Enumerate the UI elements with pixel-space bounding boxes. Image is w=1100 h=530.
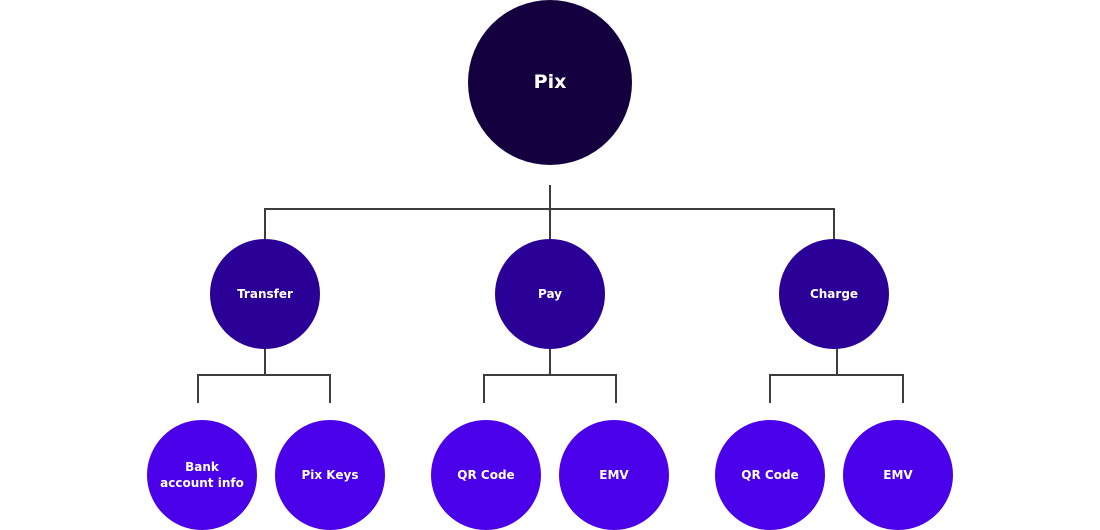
node-charge: Charge [779, 239, 889, 349]
node-label: Pix Keys [301, 467, 359, 482]
connector-pay-drop [549, 208, 551, 239]
connector-transfer-left [197, 374, 199, 403]
node-charge-emv: EMV [843, 420, 953, 530]
node-label: Pix [533, 70, 567, 93]
node-label: QR Code [457, 467, 515, 482]
connector-pay-right [615, 374, 617, 403]
connector-charge-bar [769, 374, 904, 376]
connector-pay-left [483, 374, 485, 403]
node-label: Transfer [237, 286, 293, 301]
connector-pay-stem [549, 349, 551, 375]
node-label: QR Code [741, 467, 799, 482]
connector-pay-bar [483, 374, 617, 376]
connector-transfer-right [329, 374, 331, 403]
connector-charge-stem [836, 349, 838, 375]
connector-charge-drop [833, 208, 835, 239]
connector-transfer-bar [197, 374, 331, 376]
connector-transfer-drop [264, 208, 266, 239]
node-label: Pay [537, 286, 563, 301]
node-pay-qr-code: QR Code [431, 420, 541, 530]
connector-root-stem [549, 185, 551, 210]
connector-charge-left [769, 374, 771, 403]
node-transfer: Transfer [210, 239, 320, 349]
node-label: EMV [883, 467, 913, 482]
connector-transfer-stem [264, 349, 266, 375]
node-label: EMV [599, 467, 629, 482]
node-pix-keys: Pix Keys [275, 420, 385, 530]
node-label: Bank account info [160, 459, 244, 490]
node-label: Charge [809, 286, 859, 301]
node-pay-emv: EMV [559, 420, 669, 530]
node-pay: Pay [495, 239, 605, 349]
node-bank-account-info: Bank account info [147, 420, 257, 530]
node-charge-qr-code: QR Code [715, 420, 825, 530]
connector-charge-right [902, 374, 904, 403]
node-pix: Pix [468, 0, 632, 165]
